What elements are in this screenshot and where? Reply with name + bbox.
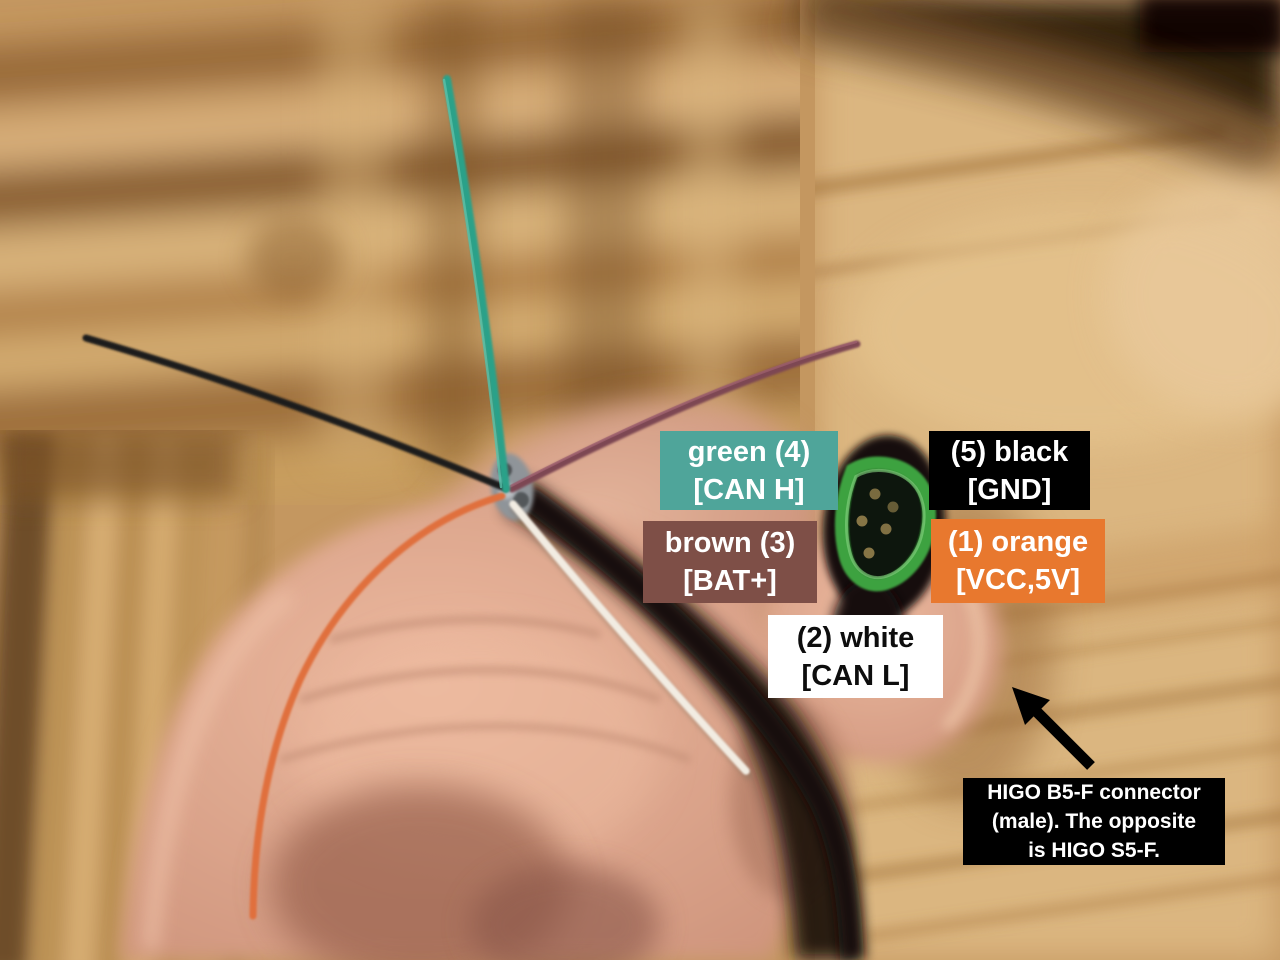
note-line2: (male). The opposite	[991, 810, 1197, 833]
connector-pin	[856, 515, 868, 527]
arrow-shaft	[1033, 708, 1095, 770]
connector-pin	[863, 547, 875, 559]
label-line2: [CAN H]	[693, 473, 805, 506]
green-wire	[443, 75, 510, 493]
wood-slat	[33, 437, 88, 960]
label-orange-vcc: (1) orange [VCC,5V]	[931, 519, 1105, 603]
label-line1: (2) white	[796, 621, 915, 654]
thumb-edge-light	[143, 589, 295, 951]
connector-pin	[880, 523, 892, 535]
wood-column-light	[320, 0, 390, 460]
wood-transition-shadow	[0, 430, 240, 500]
note-line1: HIGO B5-F connector	[987, 781, 1201, 804]
label-line2: [GND]	[967, 473, 1052, 506]
thumb-crease	[298, 666, 662, 704]
label-white-can-l: (2) white [CAN L]	[768, 615, 943, 698]
label-brown-bat: brown (3) [BAT+]	[643, 521, 817, 603]
connector-pin	[869, 488, 881, 500]
label-line1: (1) orange	[947, 526, 1089, 558]
wood-slat	[97, 440, 150, 960]
wires	[82, 75, 861, 920]
green-wire-highlight	[442, 78, 503, 489]
thumb-shadow	[470, 865, 660, 960]
label-line2: [BAT+]	[683, 565, 777, 597]
wood-column-light	[680, 0, 740, 460]
arrow-up-left-icon	[1012, 687, 1095, 770]
black-wire	[82, 334, 509, 492]
dark-object-edge	[1140, 0, 1280, 52]
cable-jacket	[505, 478, 858, 960]
wood-knot	[247, 218, 343, 298]
orange-wire	[249, 492, 506, 920]
label-black-gnd: (5) black [GND]	[929, 431, 1090, 510]
wood-warm-patch	[1105, 175, 1280, 415]
note-line3: is HIGO S5-F.	[1028, 839, 1160, 862]
label-line2: [VCC,5V]	[955, 564, 1081, 596]
label-line1: brown (3)	[664, 527, 796, 559]
label-line1: (5) black	[950, 435, 1069, 468]
wood-grain-line	[815, 122, 1228, 204]
label-green-can-h: green (4) [CAN H]	[660, 431, 838, 510]
connector-ring-highlight	[845, 469, 926, 580]
dark-object-rim	[792, 0, 1280, 191]
cable	[505, 478, 864, 960]
connector-pins	[856, 488, 899, 559]
label-line2: [CAN L]	[801, 659, 910, 692]
wood-column-shadow	[565, 0, 645, 470]
wood-grain-line	[864, 865, 1280, 943]
arrow-head	[1012, 687, 1050, 725]
brown-wire-highlight	[509, 340, 858, 488]
thumb-crease	[329, 615, 601, 644]
label-line1: green (4)	[687, 435, 811, 468]
wood-slat	[65, 439, 120, 960]
connector-note: HIGO B5-F connector (male). The opposite…	[963, 778, 1225, 865]
brown-wire	[508, 340, 861, 493]
wood-slat-shadow	[0, 434, 56, 960]
dark-object-top-right	[790, 0, 1280, 415]
thumb-crease	[278, 722, 692, 764]
connector-pin	[887, 501, 899, 513]
cable-core	[517, 485, 864, 960]
white-wire	[509, 500, 750, 775]
